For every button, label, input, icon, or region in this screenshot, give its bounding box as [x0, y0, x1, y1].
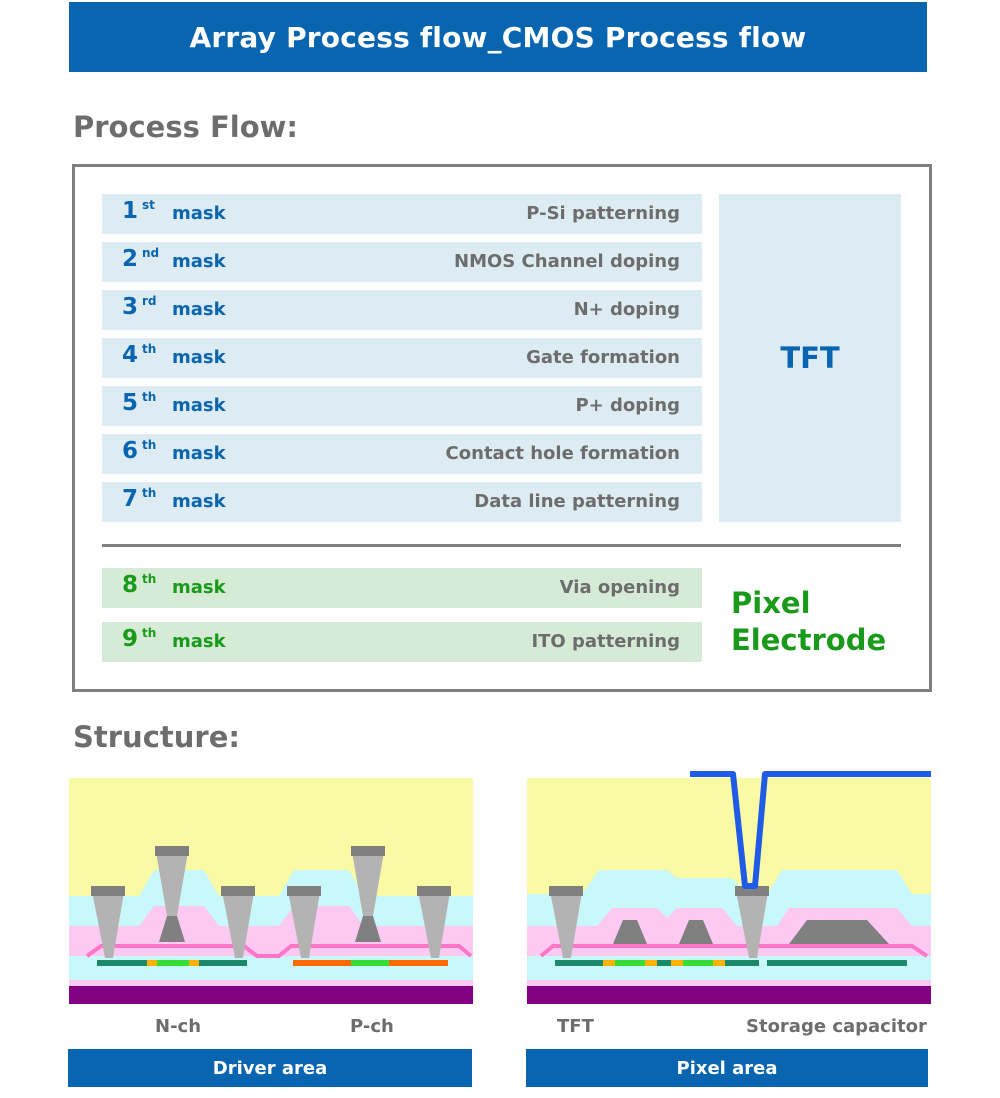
- tft-source-contact: [549, 886, 583, 958]
- storage-capacitor-caption: Storage capacitor: [746, 1016, 927, 1037]
- mask-description: ITO patterning: [531, 631, 680, 652]
- tft-source-pad: [549, 886, 583, 896]
- tft-gate-2: [679, 920, 713, 944]
- mask-description: Via opening: [559, 577, 680, 598]
- storage-lower-electrode: [767, 960, 907, 966]
- mask-label: mask: [172, 299, 226, 320]
- mask-description: NMOS Channel doping: [454, 251, 680, 272]
- tft-drain-contact: [735, 886, 769, 958]
- mask-label: mask: [172, 443, 226, 464]
- glass-substrate: [527, 986, 931, 1004]
- substrate-pad-layer: [527, 980, 931, 988]
- n-ch-ldd-left: [147, 960, 157, 966]
- tft-channel-1: [615, 960, 645, 966]
- n-ch-drain-contact: [221, 886, 255, 958]
- pixel-electrode-group-label: Pixel Electrode: [731, 585, 886, 659]
- tft-ldd-4: [713, 960, 725, 966]
- pixel-area-bar: Pixel area: [526, 1049, 928, 1087]
- tft-ldd-2: [645, 960, 657, 966]
- mask-description: P-Si patterning: [526, 203, 680, 224]
- tft-channel-2: [683, 960, 713, 966]
- process-flow-heading: Process Flow:: [73, 110, 299, 144]
- mask-description: Contact hole formation: [445, 443, 680, 464]
- ito-pixel-electrode: [690, 771, 931, 889]
- pixel-label-line1: Pixel: [731, 586, 811, 620]
- p-ch-caption: P-ch: [350, 1016, 394, 1037]
- p-ch-source-contact: [287, 886, 321, 958]
- p-ch-gate-via: [351, 846, 385, 916]
- page-title: Array Process flow_CMOS Process flow: [189, 20, 807, 54]
- storage-upper-electrode: [789, 920, 889, 944]
- mask-label: mask: [172, 631, 226, 652]
- mask-label: mask: [172, 491, 226, 512]
- n-ch-source-contact: [91, 886, 125, 958]
- p-ch-gate-pad: [351, 846, 385, 856]
- tft-gate-1: [613, 920, 647, 944]
- n-ch-channel: [157, 960, 189, 966]
- tft-drain-pad: [735, 886, 769, 896]
- n-ch-gate: [159, 916, 185, 942]
- driver-area-label: Driver area: [212, 1057, 328, 1079]
- driver-area-bar: Driver area: [68, 1049, 472, 1087]
- mask-label: mask: [172, 251, 226, 272]
- tft-ldd-1: [603, 960, 615, 966]
- pixel-area-cross-section: [527, 771, 931, 1004]
- tft-ldd-3: [671, 960, 683, 966]
- tft-group-label: TFT: [719, 194, 901, 522]
- tft-caption: TFT: [557, 1016, 594, 1037]
- n-ch-gate-via: [155, 846, 189, 916]
- mask-description: Data line patterning: [474, 491, 680, 512]
- substrate-pad-layer: [69, 980, 473, 988]
- p-ch-source-pad: [287, 886, 321, 896]
- p-ch-channel: [351, 960, 389, 966]
- p-ch-drain-pad: [417, 886, 451, 896]
- mask-description: Gate formation: [526, 347, 680, 368]
- mask-label: mask: [172, 347, 226, 368]
- glass-substrate: [69, 986, 473, 1004]
- n-ch-drain-pad: [221, 886, 255, 896]
- process-flow-box: [72, 164, 932, 692]
- mask-description: N+ doping: [573, 299, 680, 320]
- group-divider: [102, 544, 901, 547]
- mask-description: P+ doping: [575, 395, 680, 416]
- p-ch-gate: [355, 916, 381, 942]
- mask-label: mask: [172, 577, 226, 598]
- n-ch-source-pad: [91, 886, 125, 896]
- p-ch-drain-contact: [417, 886, 451, 958]
- mask-label: mask: [172, 395, 226, 416]
- pixel-area-label: Pixel area: [676, 1057, 778, 1079]
- pixel-label-line2: Electrode: [731, 623, 887, 657]
- structure-heading: Structure:: [73, 720, 240, 754]
- gate-insulator-line: [539, 944, 929, 958]
- driver-area-cross-section: [69, 778, 473, 1004]
- n-ch-caption: N-ch: [155, 1016, 202, 1037]
- page-title-banner: Array Process flow_CMOS Process flow: [69, 2, 927, 72]
- n-ch-gate-pad: [155, 846, 189, 856]
- n-ch-ldd-right: [189, 960, 199, 966]
- mask-label: mask: [172, 203, 226, 224]
